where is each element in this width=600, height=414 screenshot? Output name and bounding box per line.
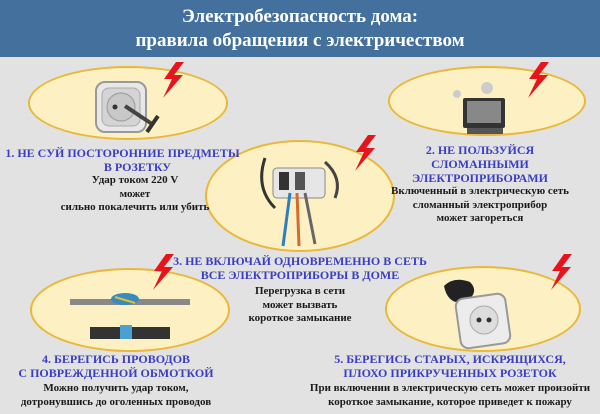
rule-1-body: может [119, 187, 151, 200]
title-line-2: правила обращения с электричеством [135, 30, 465, 51]
lightning-bolt-icon [355, 135, 376, 171]
rule-5-body: При включении в электрическую сеть может… [309, 382, 591, 394]
rule-3: 3. НЕ ВКЛЮЧАЙ ОДНОВРЕМЕННО В СЕТЬ ВСЕ ЭЛ… [170, 254, 430, 326]
rule-2-body: Включенный в электрическую сеть [391, 185, 569, 197]
rule-1-title-line2: В РОЗЕТКУ [103, 160, 172, 174]
rule-2: 2. НЕ ПОЛЬЗУЙСЯ СЛОМАННЫМИ ЭЛЕКТРОПРИБОР… [380, 143, 580, 226]
rule-4-body: дотронувшись до оголенных проводов [20, 395, 212, 408]
broken-tv-icon [453, 82, 505, 134]
lightning-bolt-icon [551, 254, 572, 290]
damaged-wires-icon [70, 293, 190, 339]
rule-4-title-line2: С ПОВРЕЖДЕННОЙ ОБМОТКОЙ [18, 366, 214, 380]
rule-5: 5. БЕРЕГИСЬ СТАРЫХ, ИСКРЯЩИХСЯ, ПЛОХО ПР… [300, 352, 600, 409]
rule-3-title-line2: ВСЕ ЭЛЕКТРОПРИБОРЫ В ДОМЕ [200, 268, 400, 282]
rule-4-title-line1: 4. БЕРЕГИСЬ ПРОВОДОВ [41, 352, 191, 366]
rule-2-title-line2: ЭЛЕКТРОПРИБОРАМИ [412, 171, 548, 185]
rule-3-body: может вызвать [262, 298, 338, 311]
rule-1-body: сильно покалечить или убить [60, 201, 210, 213]
rule-1: 1. НЕ СУЙ ПОСТОРОННИЕ ПРЕДМЕТЫ В РОЗЕТКУ… [0, 146, 245, 215]
rule-1-title-line1: 1. НЕ СУЙ ПОСТОРОННИЕ ПРЕДМЕТЫ [5, 146, 240, 160]
rule-4: 4. БЕРЕГИСЬ ПРОВОДОВ С ПОВРЕЖДЕННОЙ ОБМО… [0, 352, 232, 409]
rule-2-title-line1: 2. НЕ ПОЛЬЗУЙСЯ СЛОМАННЫМИ [425, 143, 535, 171]
rule-5-title-line1: 5. БЕРЕГИСЬ СТАРЫХ, ИСКРЯЩИХСЯ, [334, 352, 566, 366]
rule-5-title-line2: ПЛОХО ПРИКРУЧЕННЫХ РОЗЕТОК [343, 366, 557, 380]
title-line-1: Электробезопасность дома: [181, 6, 419, 27]
page-header: Электробезопасность дома: правила обраще… [0, 0, 600, 57]
lightning-bolt-icon [163, 62, 184, 98]
rule-3-body: Перегрузка в сети [254, 285, 346, 297]
outlet-with-nail-icon [95, 81, 160, 134]
old-outlet-icon [444, 279, 512, 350]
lightning-bolt-icon [528, 62, 549, 98]
lightning-bolt-icon [153, 254, 174, 290]
overloaded-socket-icon [260, 157, 339, 247]
rule-1-body: Удар током 220 V [91, 174, 179, 186]
rule-2-body: сломанный электроприбор [412, 198, 548, 211]
rule-5-body: короткое замыкание, которое приведет к п… [328, 395, 572, 408]
rule-3-body: короткое замыкание [248, 312, 352, 324]
rule-2-body: может загореться [436, 212, 524, 224]
rule-3-title-line1: 3. НЕ ВКЛЮЧАЙ ОДНОВРЕМЕННО В СЕТЬ [173, 254, 427, 268]
rule-4-body: Можно получить удар током, [43, 382, 189, 394]
